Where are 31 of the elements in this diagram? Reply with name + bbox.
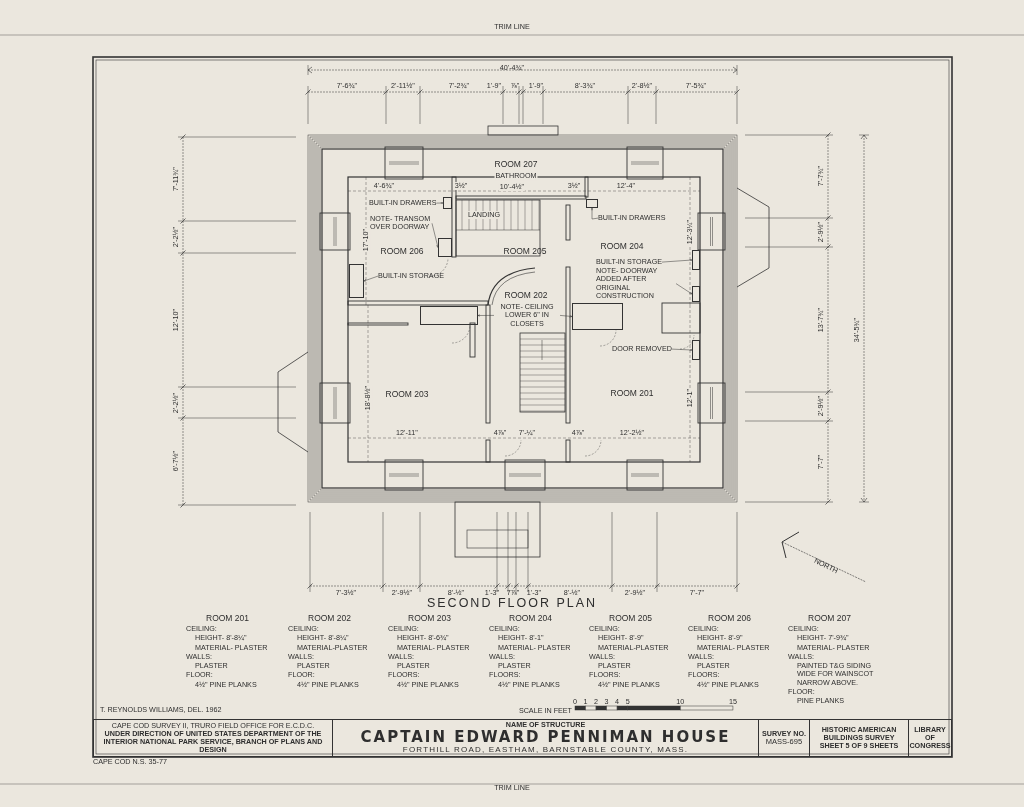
closet-outline: [572, 303, 623, 330]
drawer-unit: [443, 197, 452, 209]
title-block-panel: [809, 719, 909, 757]
closet-outline: [692, 250, 700, 270]
room-label: ROOM 204: [600, 242, 644, 252]
room-label: ROOM 206: [380, 247, 424, 257]
schedule-heading: ROOM 206: [708, 613, 751, 624]
closet-outline: [420, 306, 478, 325]
schedule-heading: ROOM 207: [808, 613, 851, 624]
room-label: ROOM 207: [493, 160, 539, 170]
doorway-opening: [438, 238, 452, 257]
structure-address: FORTHILL ROAD, EASTHAM, BARNSTABLE COUNTY, MASS.: [402, 745, 689, 755]
schedule-heading: ROOM 201: [206, 613, 249, 624]
room-label: ROOM 202: [504, 291, 548, 301]
closet-outline: [349, 264, 364, 298]
room-label: ROOM 203: [385, 390, 429, 400]
room-label: ROOM 205: [503, 247, 547, 257]
title-block-panel: [93, 719, 333, 757]
title-block-panel: [908, 719, 952, 757]
title-block-panel: [332, 719, 759, 757]
plan-title: SECOND FLOOR PLAN: [426, 597, 598, 611]
doorway-opening: [692, 286, 700, 302]
schedule-heading: ROOM 202: [308, 613, 351, 624]
drawer-unit: [586, 199, 598, 208]
doorway-opening: [692, 340, 700, 360]
room-label: ROOM 201: [610, 389, 654, 399]
title-block-panel: [758, 719, 810, 757]
structure-name: CAPTAIN EDWARD PENNIMAN HOUSE: [360, 729, 731, 746]
schedule-heading: ROOM 205: [609, 613, 652, 624]
schedule-heading: ROOM 203: [408, 613, 451, 624]
schedule-heading: ROOM 204: [509, 613, 552, 624]
